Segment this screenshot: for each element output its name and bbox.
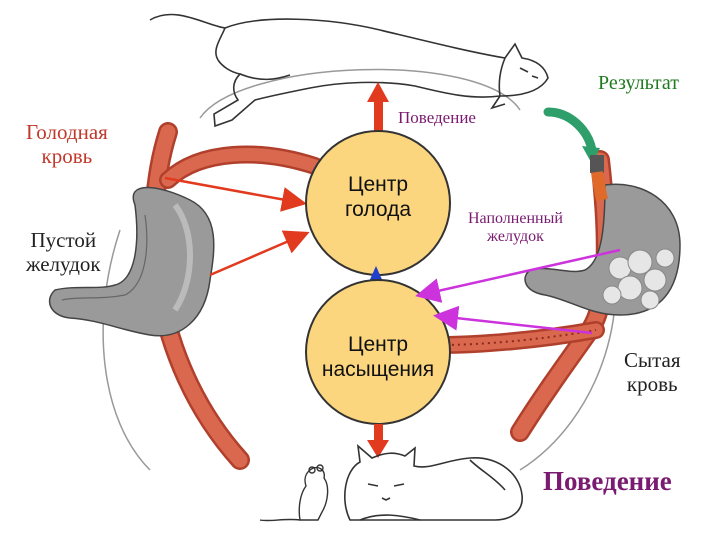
behavior-up-arrow bbox=[367, 82, 389, 140]
stomach-to-hunger-arrow bbox=[209, 230, 310, 277]
label-filled-stomach-line2: желудок bbox=[487, 228, 544, 246]
cat-sleeping-icon bbox=[344, 444, 523, 521]
label-full-blood-line2: кровь bbox=[626, 372, 678, 397]
blood-to-hunger-arrow bbox=[164, 176, 307, 212]
label-result: Результат bbox=[598, 72, 680, 94]
label-behavior-bottom: Поведение bbox=[543, 466, 672, 496]
label-filled-stomach-line1: Наполненный bbox=[468, 210, 563, 227]
hunger-center-line1: Центр bbox=[347, 173, 409, 196]
label-behavior-top: Поведение bbox=[398, 108, 476, 127]
hungry-blood-vessel bbox=[144, 122, 324, 470]
hunger-center-label: Центр голода bbox=[318, 172, 438, 222]
label-hungry-blood: Голодная кровь bbox=[26, 120, 108, 168]
full-blood-to-satiety-arrow bbox=[433, 305, 593, 335]
stomach-full-icon bbox=[524, 183, 681, 316]
label-full-blood: Сытая кровь bbox=[624, 348, 681, 396]
stomach-empty-icon bbox=[48, 186, 215, 337]
label-empty-stomach: Пустой желудок bbox=[26, 228, 101, 276]
full-stomach-to-satiety-arrow bbox=[415, 248, 621, 303]
hunger-center-line2: голода bbox=[344, 198, 412, 222]
behavior-down-arrow bbox=[367, 424, 389, 458]
label-filled-stomach: Наполненный желудок bbox=[468, 210, 563, 247]
label-hungry-blood-line2: кровь bbox=[41, 144, 93, 169]
satiety-center-line1: Центр bbox=[347, 333, 409, 356]
label-full-blood-line1: Сытая bbox=[624, 348, 681, 372]
satiety-center-label: Центр насыщения bbox=[310, 332, 446, 382]
result-arrow bbox=[543, 107, 608, 202]
label-empty-stomach-line2: желудок bbox=[26, 252, 101, 277]
label-empty-stomach-line1: Пустой bbox=[30, 228, 97, 252]
satiety-center-line2: насыщения bbox=[321, 358, 435, 382]
label-hungry-blood-line1: Голодная bbox=[26, 120, 108, 144]
mouse-icon bbox=[259, 464, 329, 522]
cat-jumping-icon bbox=[149, 13, 549, 128]
